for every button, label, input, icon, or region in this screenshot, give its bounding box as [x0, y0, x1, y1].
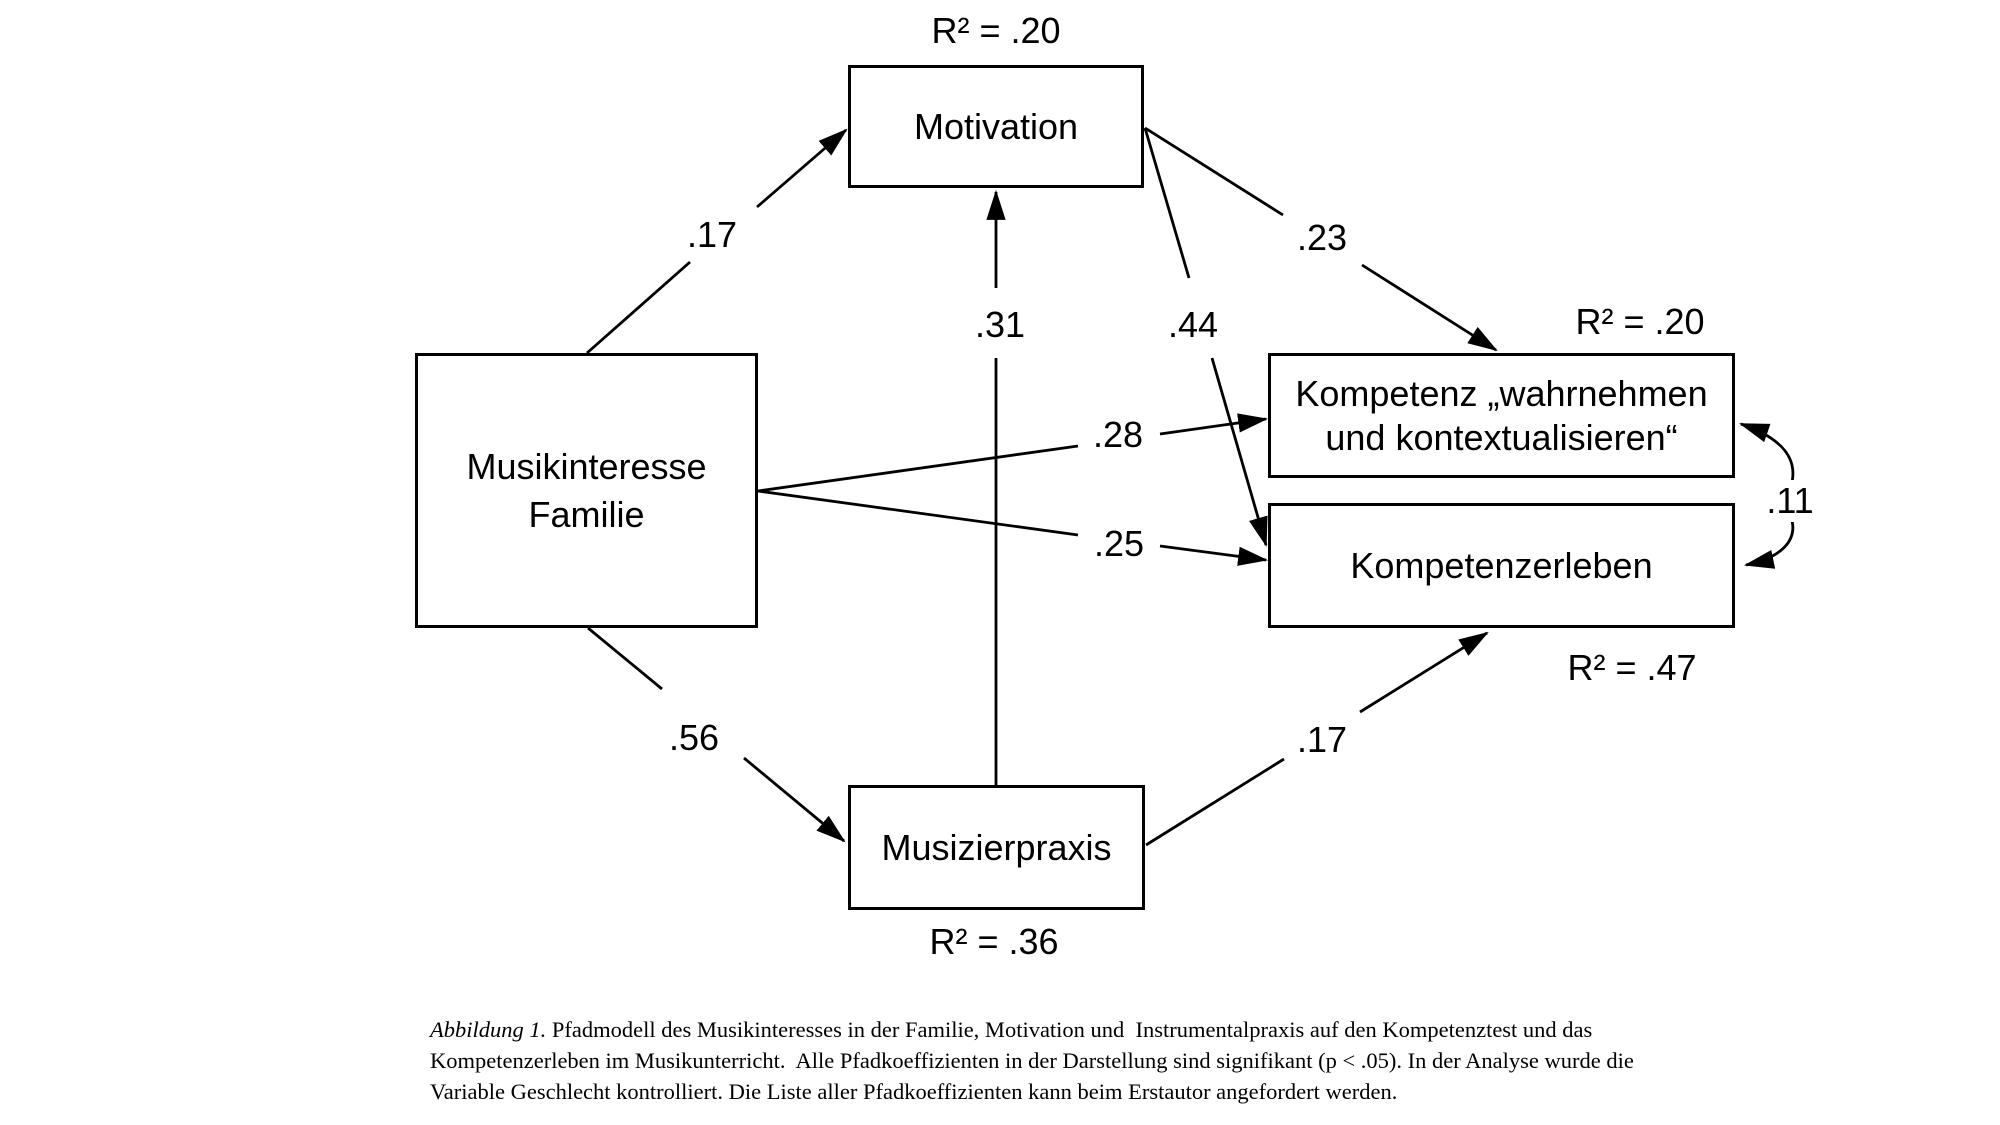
- r2-label-kompetenz-test: R² = .20: [1575, 301, 1705, 342]
- arrow-musikinteresse-to-motivation: [586, 128, 848, 355]
- correlation-double-arrow: [1738, 422, 1795, 569]
- coef-musikinteresse-kompetenz-test: .28: [1087, 414, 1149, 456]
- node-kompetenz-test: Kompetenz „wahrnehmen und kontextualisie…: [1268, 353, 1735, 478]
- node-musizierpraxis: Musizierpraxis: [848, 785, 1145, 910]
- coef-motivation-kompetenz-test: .23: [1291, 217, 1353, 259]
- node-label: Familie: [528, 493, 645, 535]
- r2-label-musizierpraxis: R² = .36: [929, 921, 1059, 962]
- arrow-musizierpraxis-to-kompetenzerleben: [1145, 631, 1489, 847]
- node-label: Musizierpraxis: [881, 826, 1112, 868]
- caption-line-2: Kompetenzerleben im Musikunterricht. All…: [430, 1048, 1634, 1073]
- node-label: Motivation: [913, 105, 1079, 147]
- caption-line-1: Abbildung 1. Pfadmodell des Musikinteres…: [430, 1017, 1593, 1042]
- r2-label-motivation: R² = .20: [931, 10, 1061, 51]
- coef-motivation-kompetenzerleben: .44: [1162, 304, 1224, 346]
- node-motivation: Motivation: [848, 65, 1144, 188]
- node-label: und kontextualisieren“: [1325, 416, 1678, 458]
- coef-musizierpraxis-kompetenzerleben: .17: [1291, 719, 1353, 761]
- arrow-musikinteresse-to-kompetenz-test: [757, 413, 1269, 493]
- node-label: Kompetenz „wahrnehmen: [1295, 372, 1708, 414]
- coef-kompetenz-correlation: .11: [1761, 480, 1819, 522]
- node-musikinteresse-familie: Musikinteresse Familie: [415, 353, 758, 628]
- caption-figure-number: Abbildung 1.: [430, 1017, 547, 1042]
- node-label: Kompetenzerleben: [1350, 544, 1653, 586]
- coef-musikinteresse-musizierpraxis: .56: [663, 717, 725, 759]
- coef-musikinteresse-kompetenzerleben: .25: [1088, 523, 1150, 565]
- r2-label-kompetenzerleben: R² = .47: [1567, 647, 1697, 688]
- coef-musizierpraxis-motivation: .31: [969, 304, 1031, 346]
- node-kompetenzerleben: Kompetenzerleben: [1268, 503, 1735, 628]
- node-label: Musikinteresse: [466, 445, 707, 487]
- figure-caption: Abbildung 1. Pfadmodell des Musikinteres…: [430, 1014, 1634, 1107]
- arrow-motivation-to-kompetenz-test: [1144, 126, 1498, 352]
- arrow-motivation-to-kompetenzerleben: [1143, 127, 1268, 548]
- arrow-musikinteresse-to-kompetenzerleben: [757, 489, 1269, 566]
- caption-line-3: Variable Geschlecht kontrolliert. Die Li…: [430, 1079, 1398, 1104]
- arrow-musikinteresse-to-musizierpraxis: [587, 626, 846, 843]
- coef-musikinteresse-motivation: .17: [681, 214, 743, 256]
